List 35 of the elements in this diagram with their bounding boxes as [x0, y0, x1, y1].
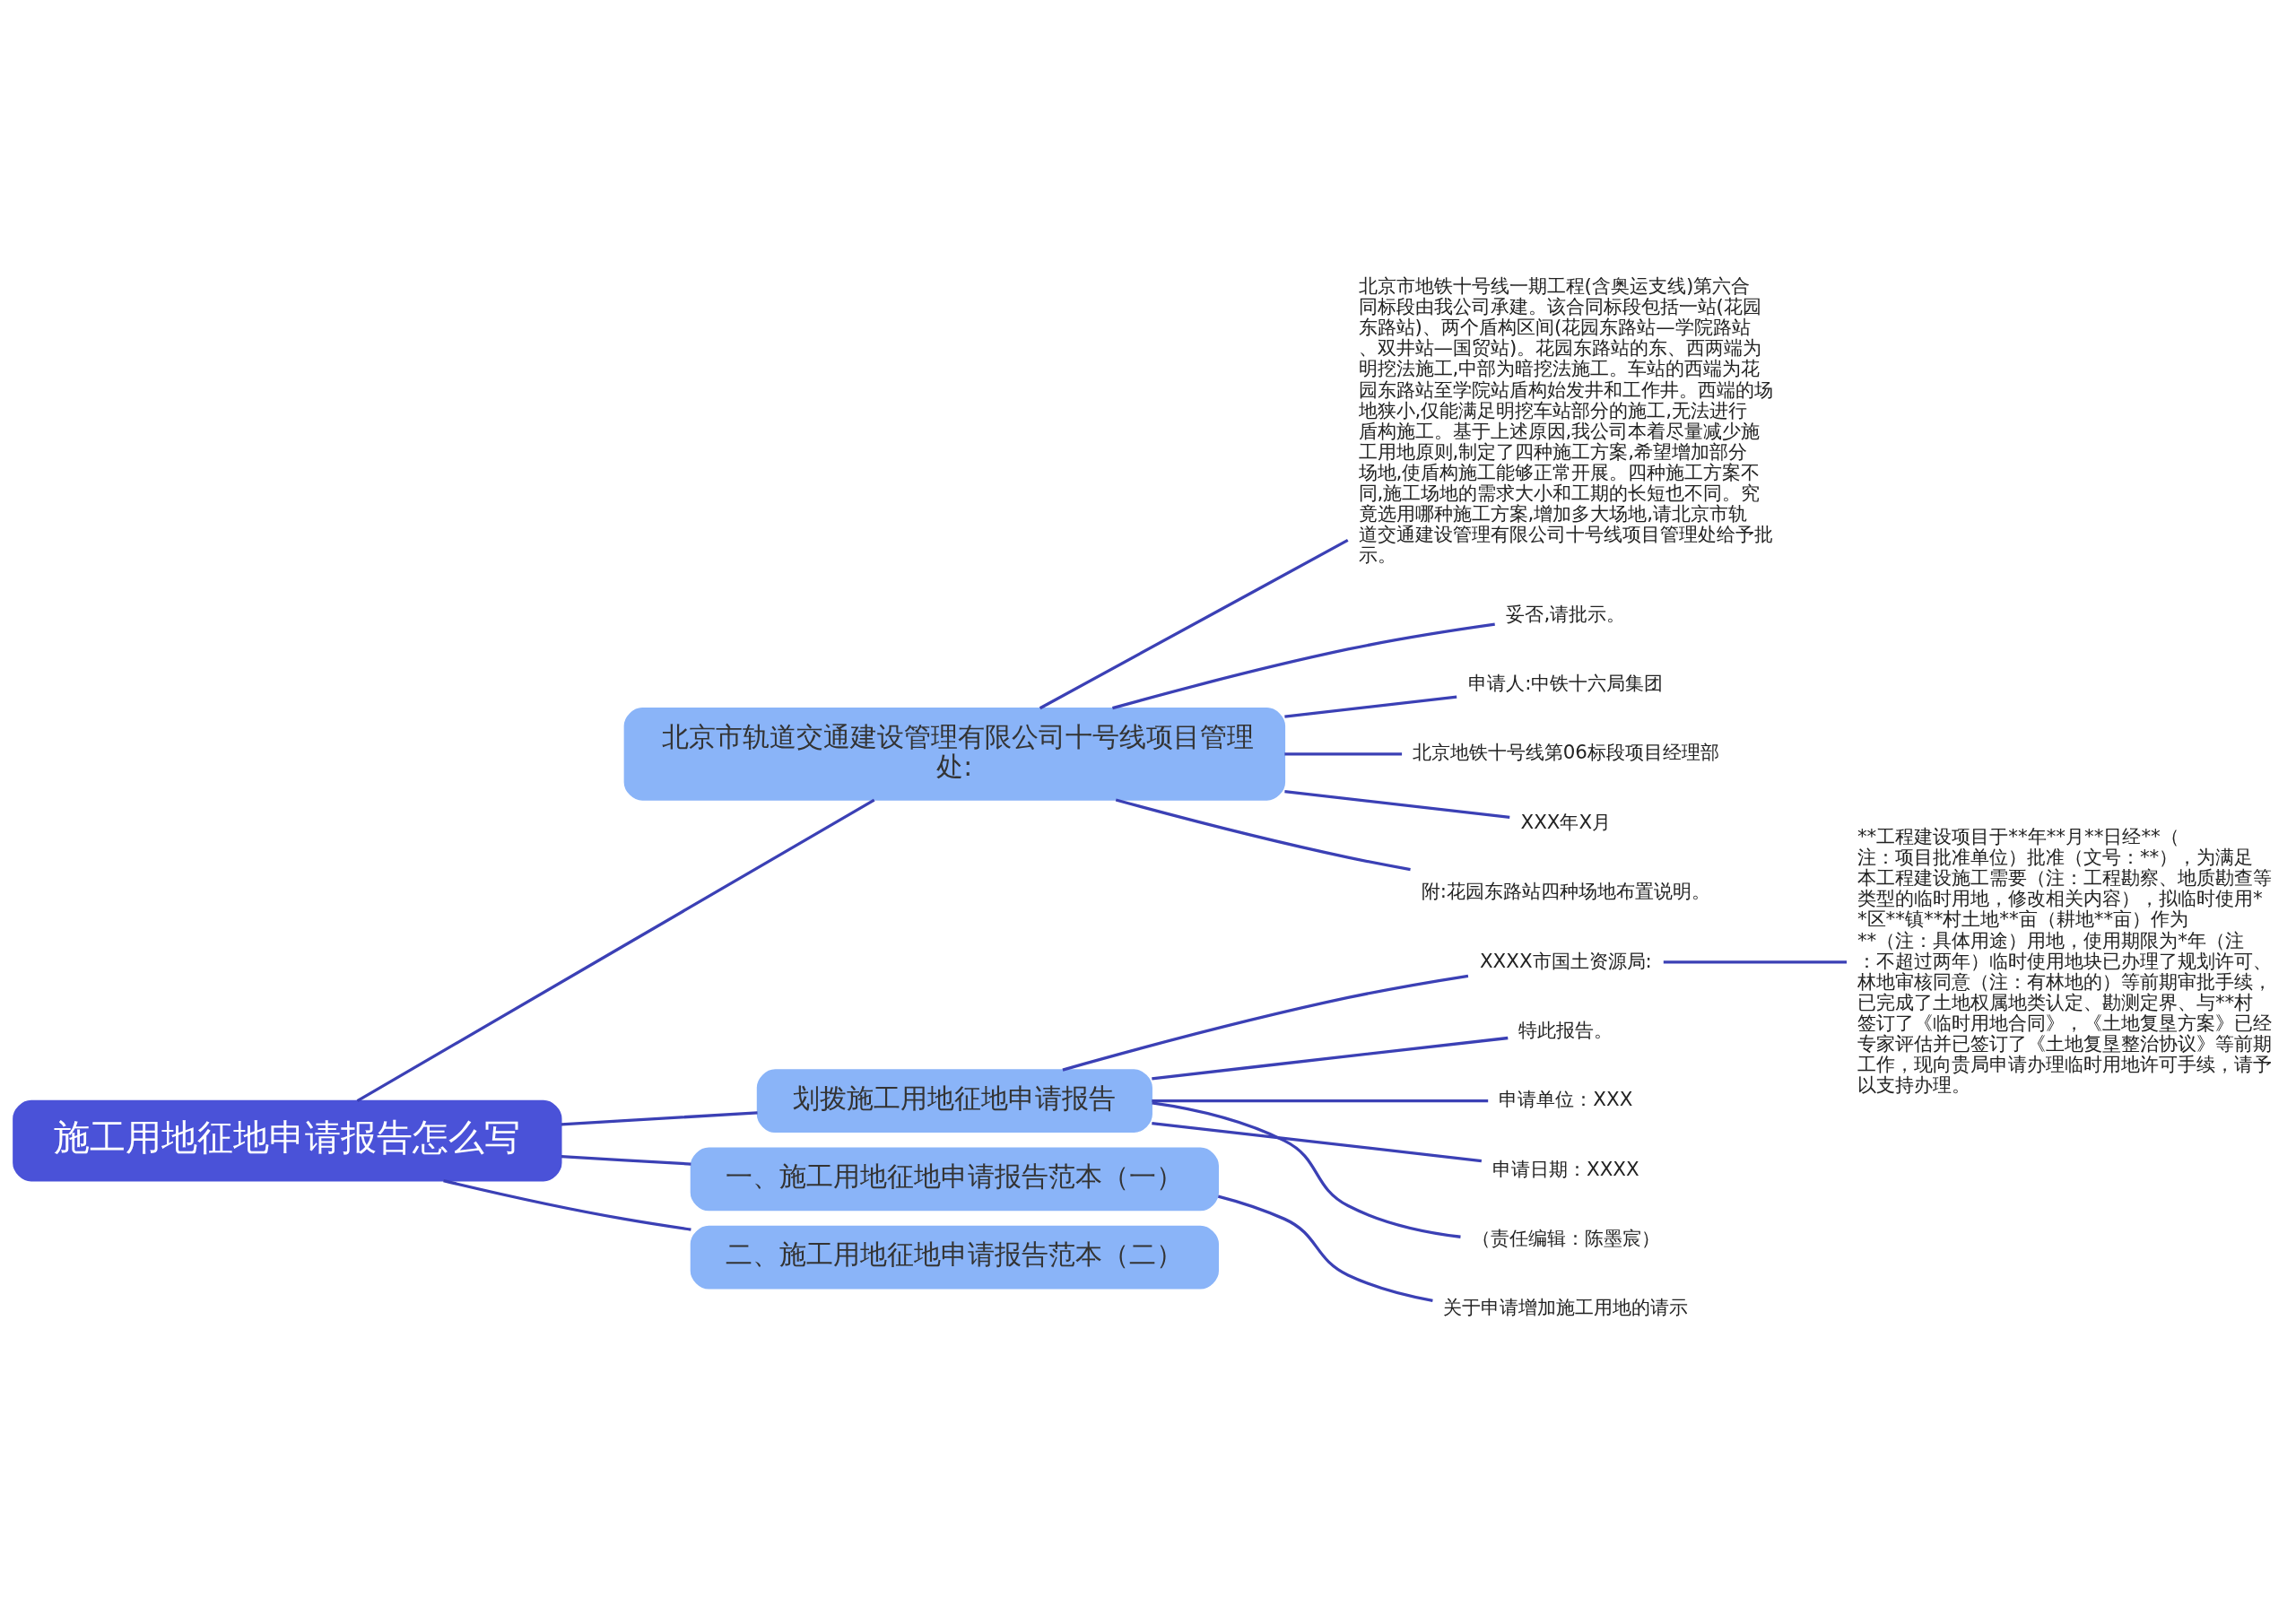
node-box: 施工用地征地申请报告怎么写 — [13, 1099, 562, 1182]
node-text: （责任编辑：陈墨宸） — [1471, 1227, 1660, 1250]
connector — [443, 1179, 691, 1231]
connector — [1152, 1036, 1509, 1081]
node-text: 特此报告。 — [1518, 1018, 1613, 1041]
connector — [1152, 1101, 1461, 1238]
connector — [1284, 695, 1457, 718]
node-box: 划拨施工用地征地申请报告 — [756, 1069, 1152, 1134]
node-text: 妥否,请批示。 — [1506, 602, 1626, 625]
connector — [1217, 1194, 1433, 1302]
node-box: 二、施工用地征地申请报告范本（二） — [690, 1225, 1219, 1290]
node-text: 附:花园东路站四种场地布置说明。 — [1421, 880, 1710, 903]
node-box: 一、施工用地征地申请报告范本（一） — [690, 1147, 1219, 1212]
node-text: 申请单位：XXX — [1499, 1088, 1633, 1111]
node-text: 北京地铁十号线第06标段项目经理部 — [1412, 741, 1719, 764]
connector — [356, 798, 875, 1103]
connector — [1284, 790, 1510, 819]
connector — [1112, 622, 1495, 710]
connector — [1039, 538, 1349, 710]
node-box: 北京市轨道交通建设管理有限公司十号线项目管理处: — [623, 708, 1286, 801]
node-text: XXXX市国土资源局: — [1479, 949, 1652, 972]
connector — [1284, 752, 1403, 756]
connector — [1115, 798, 1411, 872]
node-text: XXX年X月 — [1520, 810, 1612, 833]
connector — [561, 1155, 691, 1166]
connector — [561, 1111, 758, 1126]
connector — [1152, 1121, 1483, 1163]
connector — [1152, 1099, 1489, 1103]
node-text: 关于申请增加施工用地的请示 — [1443, 1296, 1689, 1319]
node-text: **工程建设项目于**年**月**日经**（注：项目批准单位）批准（文号：**），为满足本工程建设施工需要（注：工程勘察、地质勘查等类型的临时用地，修改相关内容），拟临时使用**区**镇**村土地**亩（耕地**亩）作为**（注：具体用途）用地，使用期限为*年（注：不超过两年）临时使用地块已办理了规划许可、林地审核同意（注：有林地的）等前期审批手续，已完成了土地权属地类认定、勘测定界、与**村签订了《临时用地合同》，《土地复垦方案》已经专家评估并已签订了《土地复垦整治协议》等前期工作，现向贵局申请办理临时用地许可手续，请予以支持办理。 — [1857, 825, 2272, 1096]
connector — [1663, 960, 1848, 964]
node-text: 申请日期：XXXX — [1492, 1157, 1639, 1180]
connector — [1062, 974, 1469, 1072]
node-text: 北京市地铁十号线一期工程(含奥运支线)第六合同标段由我公司承建。该合同标段包括一站(花园东路站)、两个盾构区间(花园东路站—学院路站、双井站—国贸站)。花园东路站的东、西两端为明挖法施工,中部为暗挖法施工。车站的西端为花园东路站至学院站盾构始发井和工作井。西端的场地狭小,仅能满足明挖车站部分的施工,无法进行盾构施工。基于上述原因,我公司本着尽量减少施工用地原则,制定了四种施工方案,希望增加部分场地,使盾构施工能够正常开展。四种施工方案不同,施工场地的需求大小和工期的长短也不同。究竟选用哪种施工方案,增加多大场地,请北京市轨道交通建设管理有限公司十号线项目管理处给予批示。 — [1358, 274, 1773, 566]
node-text: 申请人:中铁十六局集团 — [1468, 672, 1664, 695]
